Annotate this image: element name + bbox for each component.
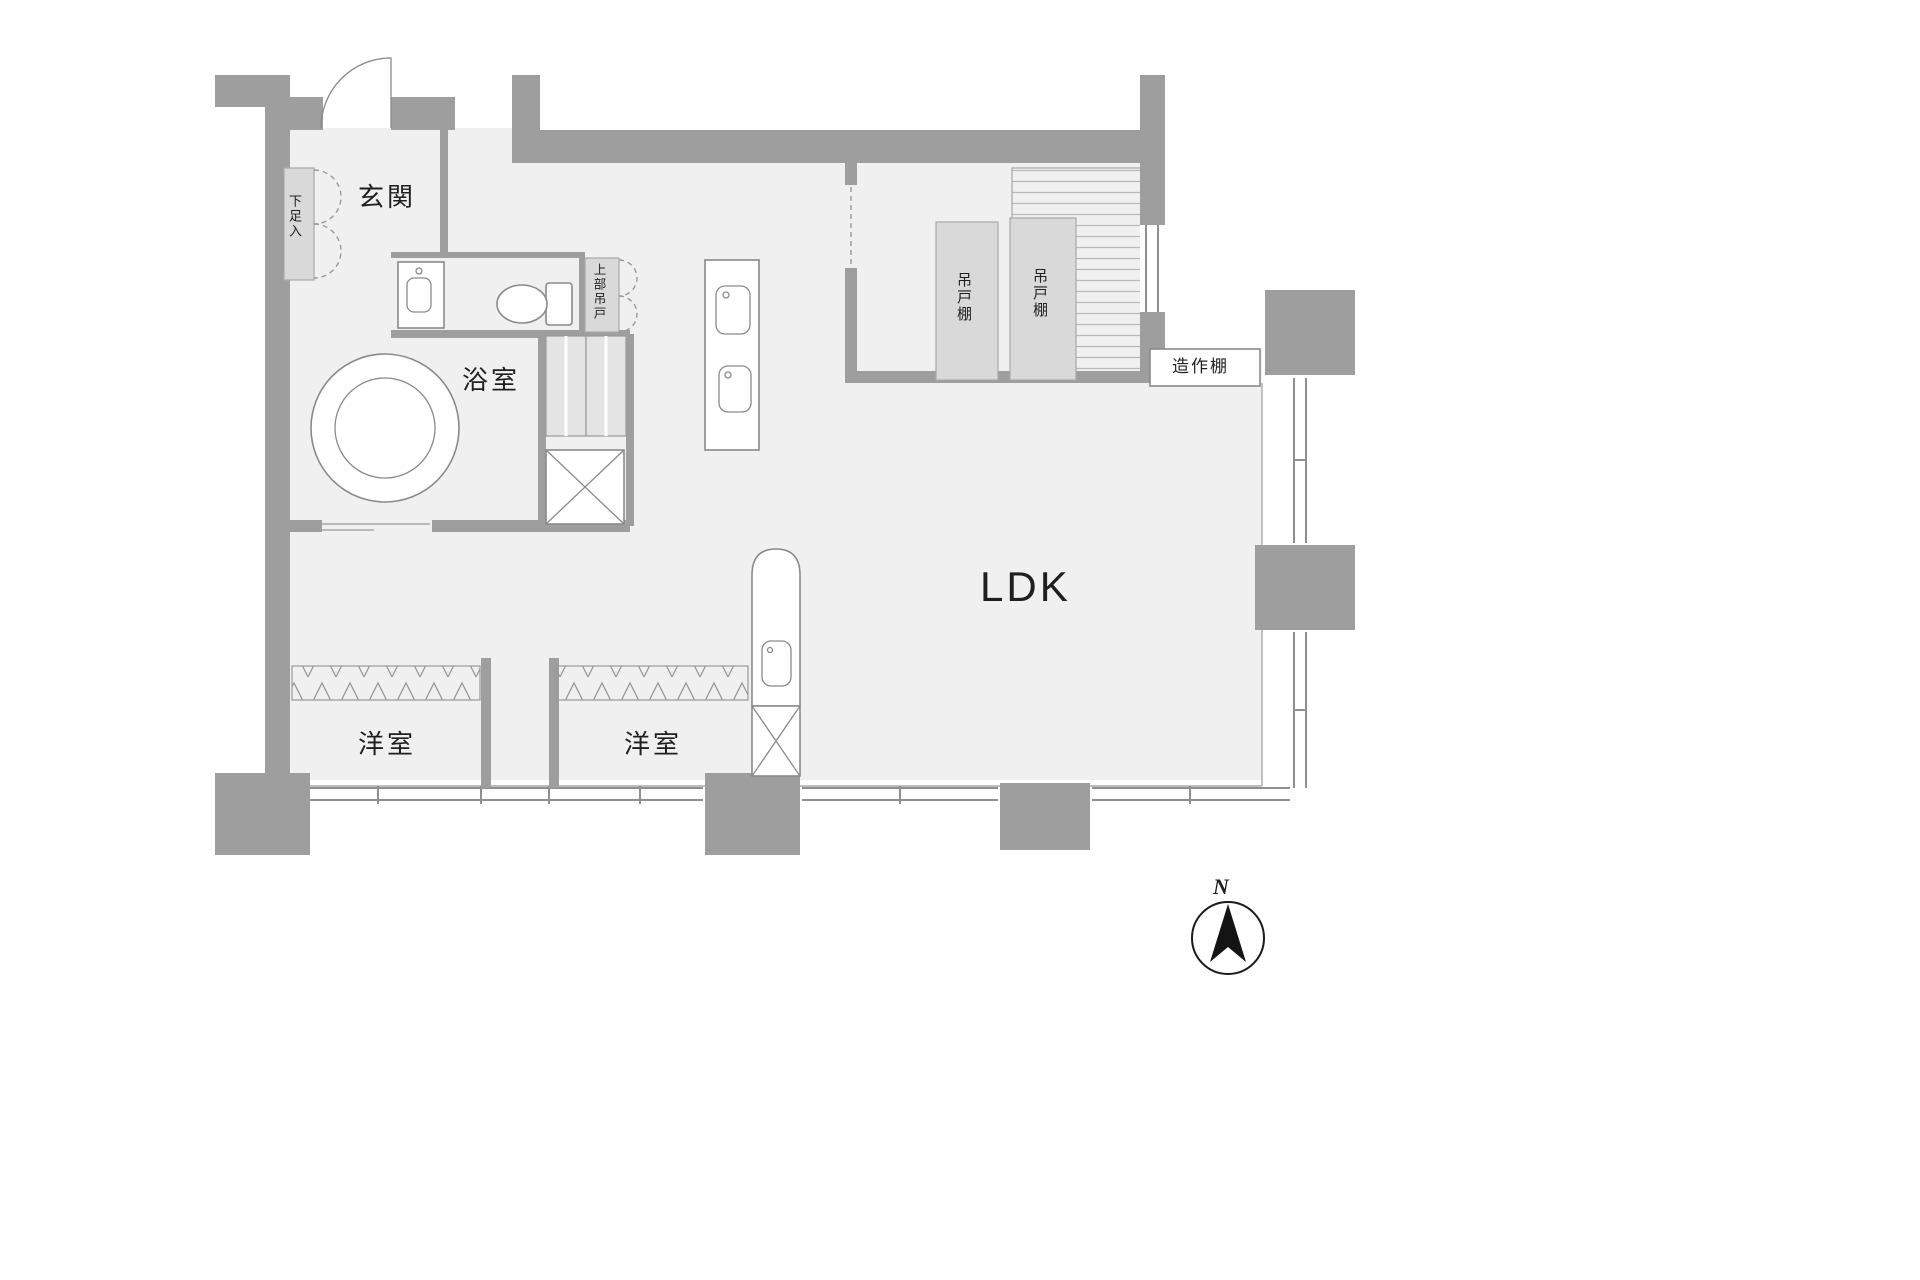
windows	[310, 225, 1307, 804]
bedroom-1-label: 洋室	[358, 729, 417, 759]
closet-hatch-2	[555, 665, 749, 701]
compass-north-label: N	[1213, 874, 1229, 899]
pipe-space-x2	[751, 705, 801, 777]
bathroom-sliding-door	[322, 523, 430, 531]
compass-icon	[1191, 901, 1265, 975]
builtin-shelf-box	[1149, 348, 1261, 387]
closet-hatch-1	[291, 665, 481, 701]
bedroom-2-label: 洋室	[624, 729, 683, 759]
washbasin	[397, 261, 445, 329]
tall-unit	[751, 548, 801, 707]
columns	[215, 290, 1355, 855]
shoe-cabinet	[283, 167, 342, 281]
entrance-door	[320, 57, 392, 129]
toilet	[496, 282, 573, 326]
pipe-space-x1	[545, 449, 625, 525]
upper-cabinet-label: 上部吊戸	[591, 263, 606, 321]
bathroom-label: 浴室	[462, 365, 521, 395]
ldk-label: LDK	[980, 563, 1071, 610]
builtin-shelf-label: 造作棚	[1172, 357, 1229, 376]
hanging-cupboard-1-label: 吊戸棚	[955, 272, 972, 323]
shoe-cabinet-label: 下足入	[287, 194, 302, 239]
genkan-label: 玄関	[358, 182, 417, 212]
laundry-storage	[545, 335, 627, 437]
bathtub	[310, 353, 460, 503]
kitchen-counter	[704, 259, 760, 451]
walls	[215, 75, 1165, 792]
hanging-cupboard-2-label: 吊戸棚	[1031, 268, 1048, 319]
hanging-cupboards	[935, 217, 1077, 381]
upper-cabinet	[584, 257, 638, 333]
